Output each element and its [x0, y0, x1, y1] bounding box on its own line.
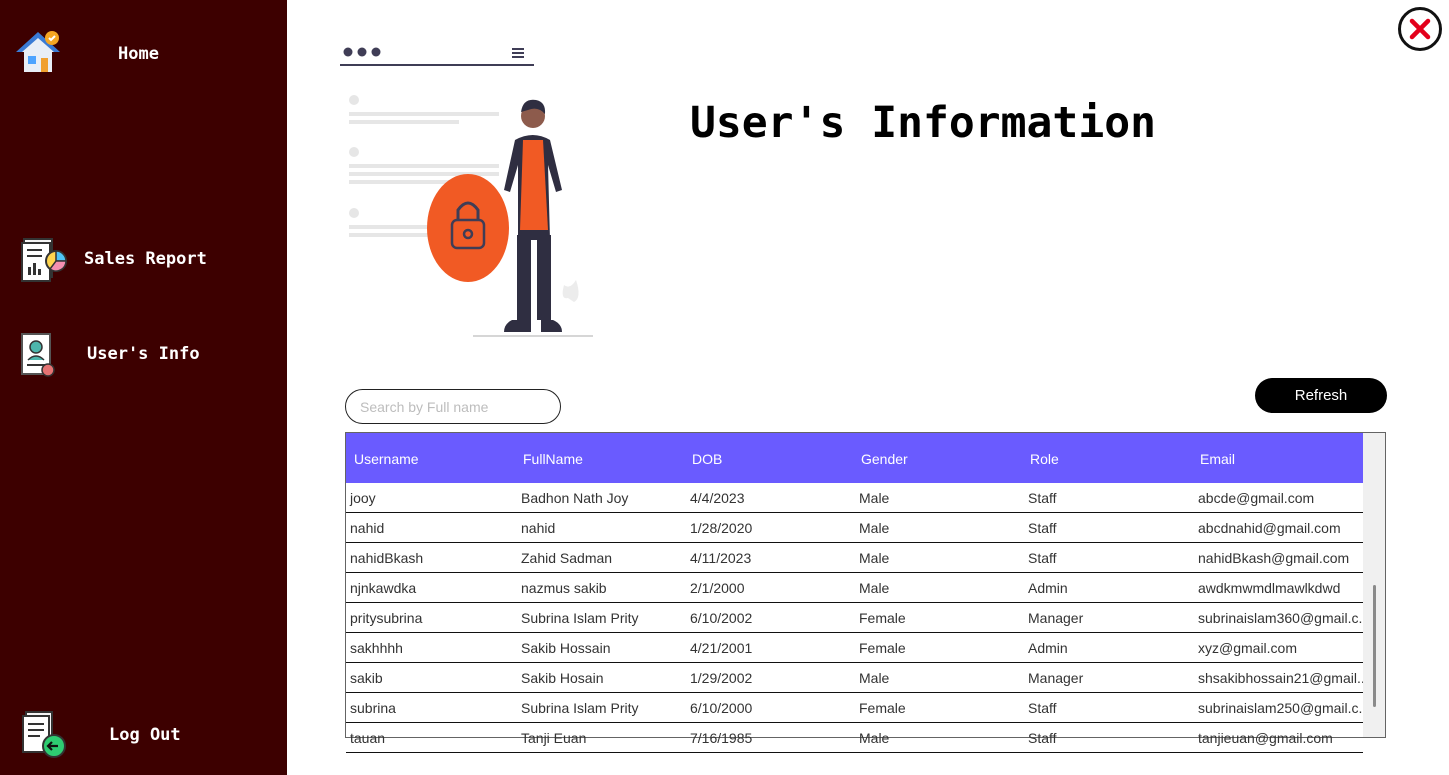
table-row[interactable]: tauan Tanji Euan 7/16/1985 Male Staff ta… [346, 723, 1363, 753]
column-header-email[interactable]: Email [1200, 451, 1236, 467]
cell-gender: Male [859, 550, 890, 566]
cell-username: nahid [350, 520, 385, 536]
table-row[interactable]: subrina Subrina Islam Prity 6/10/2000 Fe… [346, 693, 1371, 723]
cell-email: shsakibhossain21@gmail... [1198, 670, 1369, 686]
cell-fullname: Tanji Euan [521, 730, 587, 746]
sidebar-item-label: Sales Report [84, 249, 207, 269]
cell-dob: 1/28/2020 [690, 520, 753, 536]
table-header: Username FullName DOB Gender Role Email [346, 433, 1363, 483]
sidebar-item-home[interactable]: Home [0, 24, 287, 80]
cell-fullname: Sakib Hossain [521, 640, 611, 656]
sidebar-item-label: Home [118, 44, 159, 64]
cell-username: nahidBkash [350, 550, 424, 566]
scrollbar-thumb[interactable] [1373, 585, 1376, 707]
table-row[interactable]: sakhhhh Sakib Hossain 4/21/2001 Female A… [346, 633, 1363, 663]
cell-gender: Male [859, 730, 890, 746]
sidebar-item-label: User's Info [87, 344, 200, 364]
sidebar: Home Sales Report User's Info [0, 0, 287, 775]
cell-username: pritysubrina [350, 610, 423, 626]
column-header-username[interactable]: Username [354, 451, 419, 467]
cell-role: Staff [1028, 520, 1057, 536]
table-row[interactable]: nahidBkash Zahid Sadman 4/11/2023 Male S… [346, 543, 1363, 573]
sidebar-item-users-info[interactable]: User's Info [0, 326, 287, 382]
cell-dob: 1/29/2002 [690, 670, 753, 686]
cell-fullname: Badhon Nath Joy [521, 490, 629, 506]
cell-dob: 4/11/2023 [690, 550, 752, 566]
table-row[interactable]: jooy Badhon Nath Joy 4/4/2023 Male Staff… [346, 483, 1363, 513]
cell-fullname: Sakib Hosain [521, 670, 604, 686]
cell-username: njnkawdka [350, 580, 417, 596]
cell-email: abcde@gmail.com [1198, 490, 1315, 506]
table-row[interactable]: nahid nahid 1/28/2020 Male Staff abcdnah… [346, 513, 1363, 543]
page-title: User's Information [690, 98, 1156, 148]
cell-email: awdkmwmdlmawlkdwd [1198, 580, 1341, 596]
security-illustration [340, 47, 593, 337]
cell-role: Staff [1028, 490, 1057, 506]
sidebar-item-sales-report[interactable]: Sales Report [0, 231, 287, 287]
cell-username: sakib [350, 670, 383, 686]
cell-username: tauan [350, 730, 386, 746]
cell-username: sakhhhh [350, 640, 403, 656]
cell-role: Staff [1028, 700, 1057, 716]
search-input[interactable] [345, 389, 561, 424]
cell-gender: Female [859, 700, 906, 716]
cell-dob: 4/4/2023 [690, 490, 745, 506]
logout-icon [22, 711, 66, 758]
cell-role: Staff [1028, 550, 1057, 566]
cell-gender: Male [859, 520, 890, 536]
cell-role: Manager [1028, 610, 1084, 626]
cell-dob: 4/21/2001 [690, 640, 753, 656]
cell-dob: 6/10/2002 [690, 610, 753, 626]
cell-role: Admin [1028, 640, 1068, 656]
cell-gender: Male [859, 580, 890, 596]
cell-role: Staff [1028, 730, 1057, 746]
cell-email: nahidBkash@gmail.com [1198, 550, 1350, 566]
cell-email: xyz@gmail.com [1198, 640, 1298, 656]
cell-email: subrinaislam250@gmail.c... [1198, 700, 1371, 716]
users-table[interactable]: Username FullName DOB Gender Role Email … [345, 432, 1386, 753]
close-icon[interactable] [1397, 6, 1443, 52]
table-row[interactable]: pritysubrina Subrina Islam Prity 6/10/20… [346, 603, 1371, 633]
cell-fullname: Zahid Sadman [521, 550, 613, 566]
cell-fullname: Subrina Islam Prity [521, 700, 639, 716]
cell-fullname: Subrina Islam Prity [521, 610, 639, 626]
cell-role: Admin [1028, 580, 1068, 596]
table-row[interactable]: njnkawdka nazmus sakib 2/1/2000 Male Adm… [346, 573, 1363, 603]
sidebar-item-logout[interactable]: Log Out [0, 706, 287, 762]
cell-email: abcdnahid@gmail.com [1198, 520, 1341, 536]
table-body: jooy Badhon Nath Joy 4/4/2023 Male Staff… [346, 483, 1371, 753]
cell-email: subrinaislam360@gmail.c... [1198, 610, 1371, 626]
column-header-role[interactable]: Role [1030, 451, 1059, 467]
column-header-dob[interactable]: DOB [692, 451, 723, 467]
cell-gender: Male [859, 670, 890, 686]
user-card-icon [21, 333, 55, 377]
cell-role: Manager [1028, 670, 1084, 686]
cell-username: jooy [350, 490, 376, 506]
refresh-button[interactable]: Refresh [1255, 378, 1387, 413]
report-icon [21, 238, 67, 282]
cell-gender: Female [859, 640, 906, 656]
cell-username: subrina [350, 700, 396, 716]
cell-dob: 2/1/2000 [690, 580, 745, 596]
column-header-gender[interactable]: Gender [861, 451, 908, 467]
sidebar-item-label: Log Out [109, 725, 181, 745]
table-row[interactable]: sakib Sakib Hosain 1/29/2002 Male Manage… [346, 663, 1369, 693]
cell-email: tanjieuan@gmail.com [1198, 730, 1333, 746]
cell-gender: Male [859, 490, 890, 506]
cell-fullname: nahid [521, 520, 556, 536]
home-icon [16, 31, 60, 72]
table-scrollbar[interactable] [1363, 433, 1385, 737]
cell-gender: Female [859, 610, 906, 626]
column-header-fullname[interactable]: FullName [523, 451, 583, 467]
cell-fullname: nazmus sakib [521, 580, 607, 596]
cell-dob: 6/10/2000 [690, 700, 753, 716]
cell-dob: 7/16/1985 [690, 730, 753, 746]
